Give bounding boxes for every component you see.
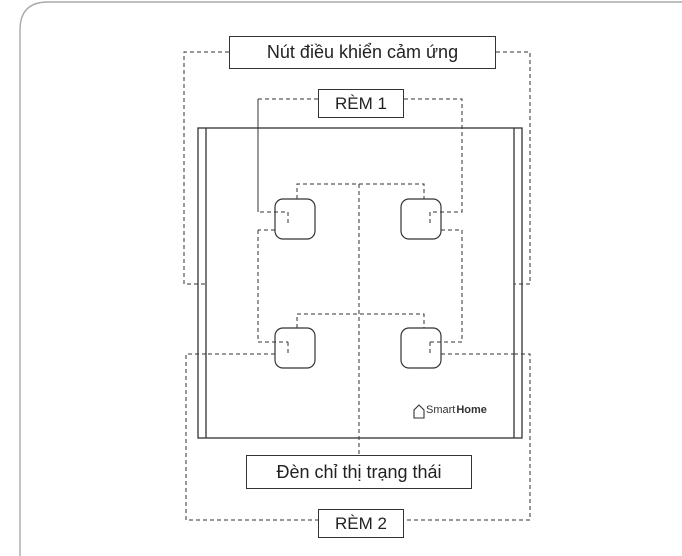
- brand-suffix: Home: [456, 404, 487, 416]
- house-icon: [413, 404, 425, 419]
- curtain-1-label: RÈM 1: [318, 89, 404, 118]
- curtain-2-label: RÈM 2: [318, 509, 404, 538]
- diagram-frame: [19, 1, 682, 556]
- touch-button-bottom-right: [400, 327, 442, 369]
- status-light-label: Đèn chỉ thị trạng thái: [246, 455, 472, 489]
- touch-button-top-right: [400, 198, 442, 240]
- touch-button-bottom-left: [274, 327, 316, 369]
- switch-plate: [197, 127, 523, 439]
- leader-lines: [183, 51, 531, 521]
- touch-button-top-left: [274, 198, 316, 240]
- brand-prefix: Smart: [426, 404, 456, 416]
- touch-buttons-label: Nút điều khiển cảm ứng: [229, 36, 496, 69]
